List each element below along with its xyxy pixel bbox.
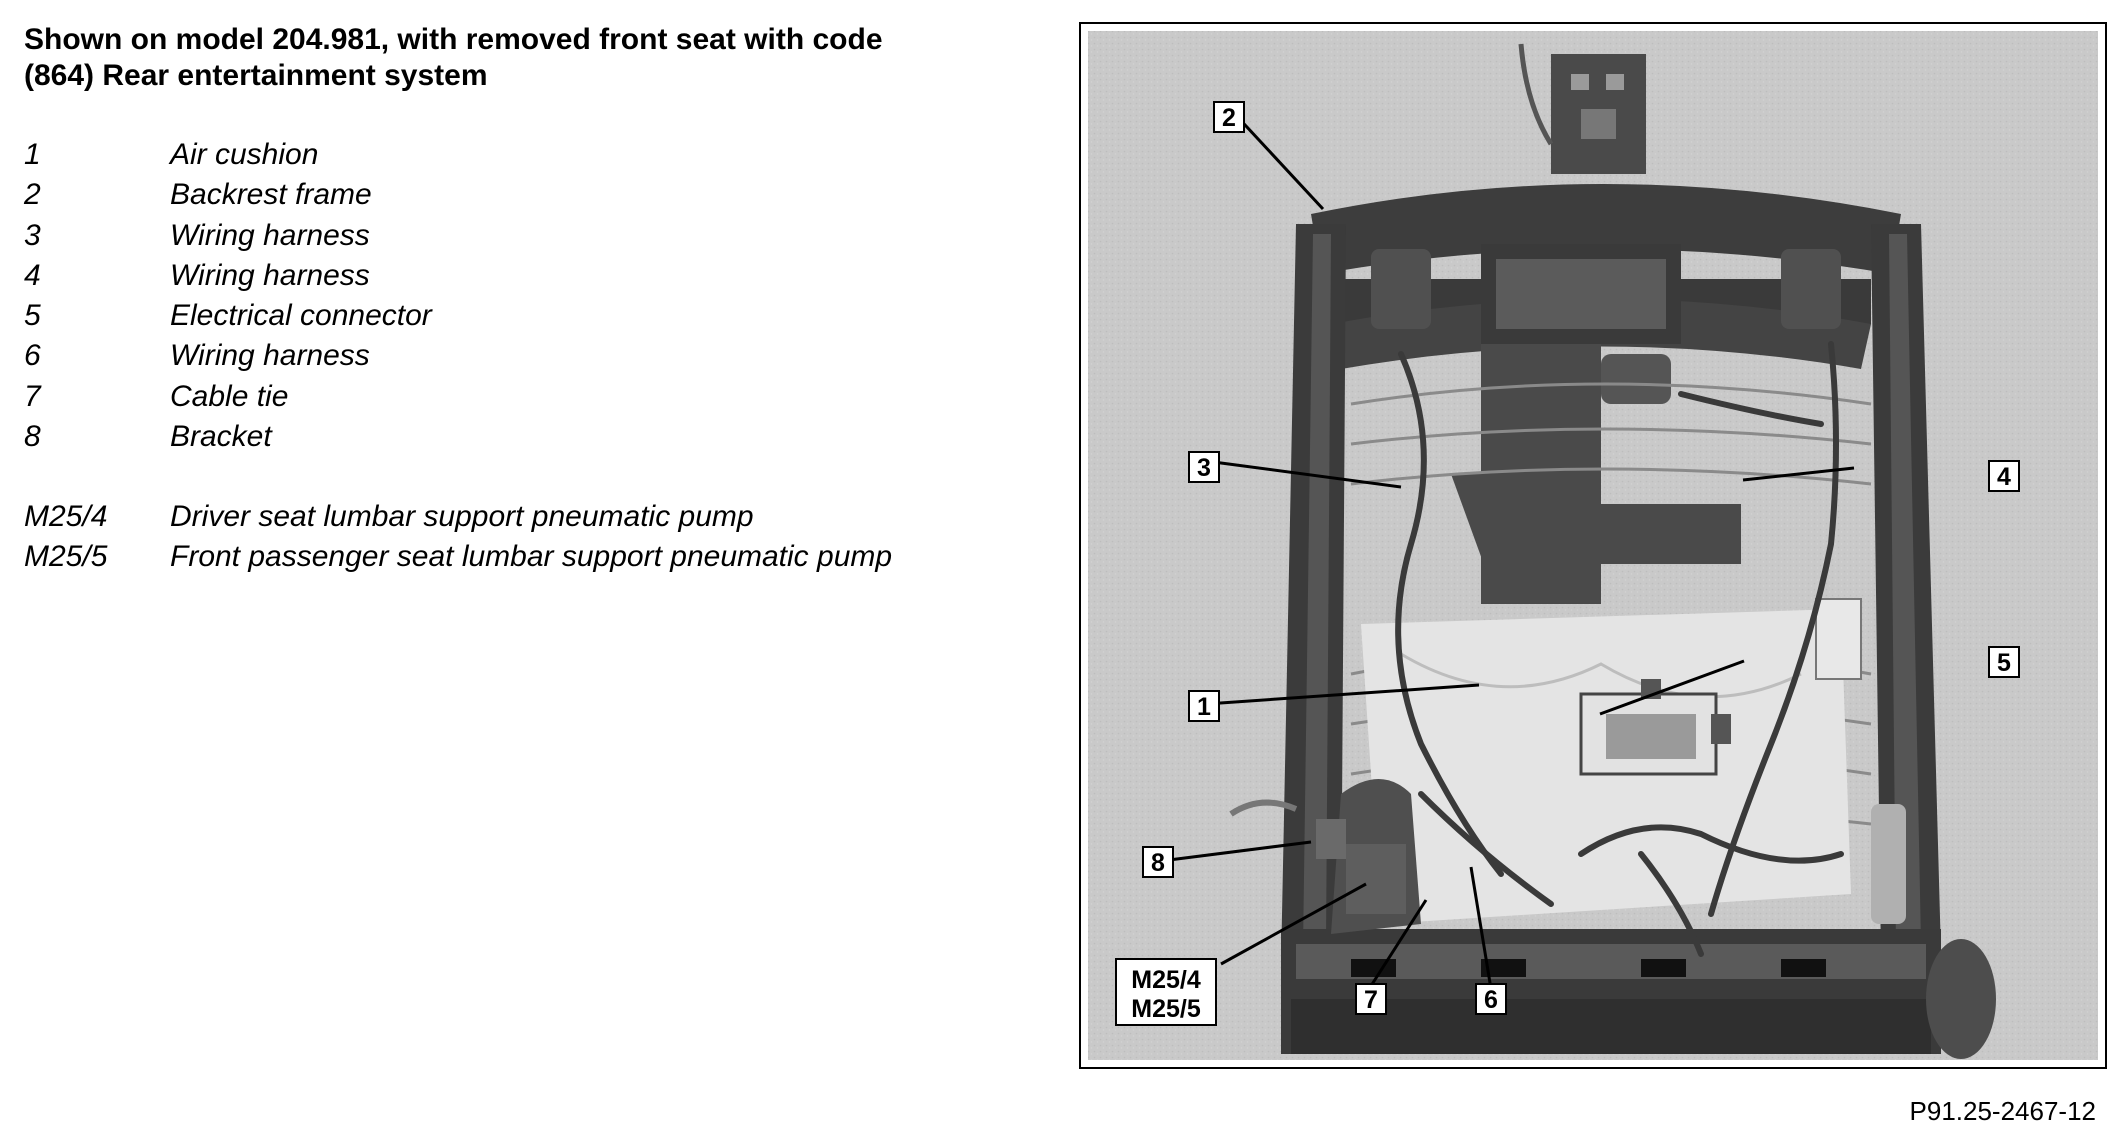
callout-2-label: 2 <box>1222 104 1236 132</box>
callout-6-label: 6 <box>1484 986 1498 1014</box>
callout-1-label: 1 <box>1197 693 1211 721</box>
callout-7: 7 <box>1355 983 1387 1015</box>
pneumatic-cylinder <box>1871 804 1906 924</box>
wiring-harnesses <box>1395 341 1844 957</box>
figure-reference: P91.25-2467-12 <box>1909 1096 2096 1126</box>
callout-4-label: 4 <box>1997 463 2011 491</box>
callout-1: 1 <box>1188 690 1220 722</box>
legend-key: 4 <box>24 258 41 292</box>
legend-desc: Wiring harness <box>170 218 370 252</box>
callout-5: 5 <box>1988 646 2020 678</box>
headrest-connector <box>1518 43 1646 174</box>
page-title: Shown on model 204.981, with removed fro… <box>24 22 1004 94</box>
callout-m25: M25/4 M25/5 <box>1115 958 1217 1026</box>
wiring-harness-6 <box>1578 824 1844 864</box>
legend-key: M25/5 <box>24 540 108 574</box>
seat-backrest-illustration: 2 3 4 1 5 8 M25/4 M25/5 7 <box>1088 31 2098 1060</box>
air-cushion-seam <box>1400 652 1802 699</box>
legend-desc: Front passenger seat lumbar support pneu… <box>170 540 893 574</box>
legend-desc: Electrical connector <box>170 299 432 333</box>
callout-6: 6 <box>1475 983 1507 1015</box>
wiring-harness-lower <box>1418 791 1554 907</box>
title-line-1: Shown on model 204.981, with removed fro… <box>24 23 883 56</box>
title-line-2: (864) Rear entertainment system <box>24 59 488 92</box>
callout-4: 4 <box>1988 460 2020 492</box>
legend-desc: Backrest frame <box>170 178 372 212</box>
legend-desc: Air cushion <box>170 138 319 171</box>
callout-5-label: 5 <box>1997 649 2011 677</box>
callout-7-label: 7 <box>1364 986 1378 1014</box>
legend-key: 6 <box>24 339 41 373</box>
harness-connector <box>1815 598 1862 680</box>
legend-desc: Wiring harness <box>170 339 370 373</box>
leader-lines <box>1168 110 1855 990</box>
wiring-harness-upper <box>1678 391 1824 427</box>
legend-key: 8 <box>24 420 41 454</box>
legend-key: 7 <box>24 379 41 413</box>
legend-key: 2 <box>24 178 41 212</box>
callout-8-label: 8 <box>1151 849 1165 877</box>
legend-key: M25/4 <box>24 500 108 533</box>
legend-desc: Driver seat lumbar support pneumatic pum… <box>170 500 754 533</box>
wiring-harness-4 <box>1708 341 1839 917</box>
bracket <box>1316 819 1346 859</box>
legend-key: 1 <box>24 138 41 171</box>
callout-2: 2 <box>1213 101 1245 133</box>
callout-m25-5-label: M25/5 <box>1131 995 1201 1023</box>
callout-3: 3 <box>1188 451 1220 483</box>
legend-key: 5 <box>24 299 41 333</box>
callout-3-label: 3 <box>1197 454 1211 482</box>
wiring-harness-6b <box>1638 851 1704 957</box>
callout-8: 8 <box>1142 846 1174 878</box>
electrical-connector <box>1579 679 1731 776</box>
legend-desc: Bracket <box>170 420 272 454</box>
wiring-harness-3 <box>1395 351 1504 877</box>
seat-backrest-figure: 2 3 4 1 5 8 M25/4 M25/5 7 <box>1079 22 2107 1069</box>
callout-m25-4-label: M25/4 <box>1131 966 1201 994</box>
backrest-frame <box>1281 184 1996 1059</box>
legend-key: 3 <box>24 218 41 252</box>
legend-desc: Wiring harness <box>170 258 370 292</box>
bracket-lead <box>1229 799 1298 817</box>
lumbar-pump <box>1331 779 1421 934</box>
legend-desc: Cable tie <box>170 379 289 413</box>
